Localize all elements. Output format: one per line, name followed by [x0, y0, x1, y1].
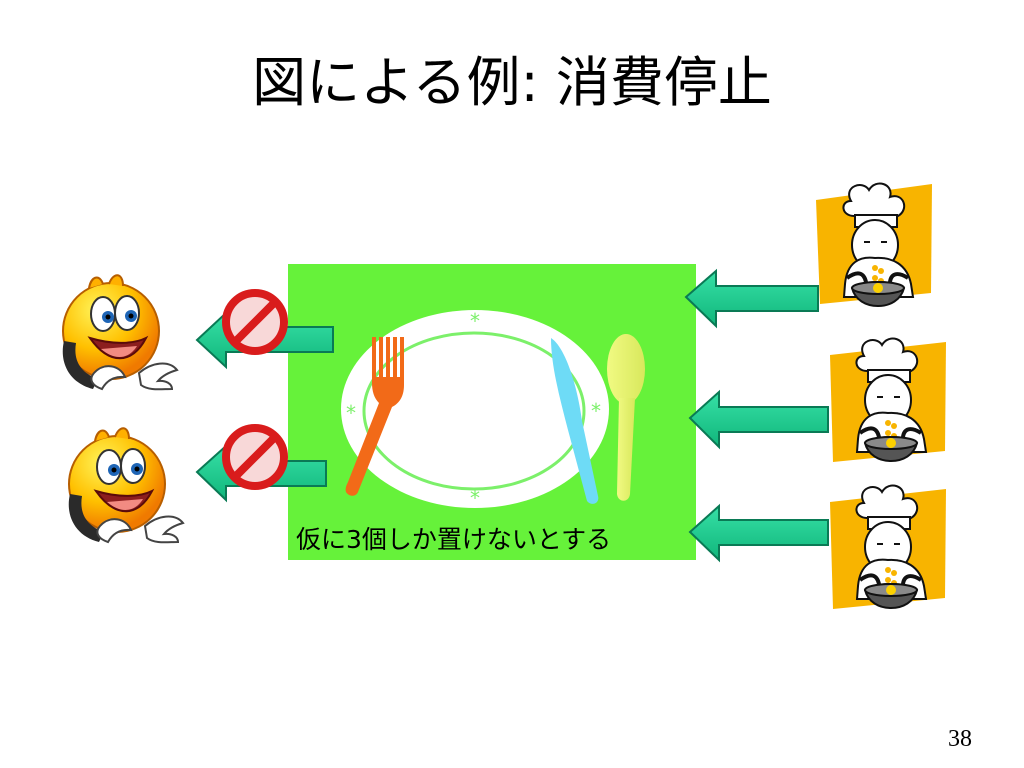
- producer-arrow-bottom: [690, 506, 828, 560]
- plate-decoration-right: *: [591, 399, 601, 423]
- page-number: 38: [948, 724, 972, 754]
- smiley-consumer-icon-top: [63, 275, 177, 389]
- buffer-capacity-caption: 仮に3個しか置けないとする: [296, 520, 696, 560]
- chef-producer-icon-bottom: [830, 486, 946, 609]
- producer-arrow-middle: [690, 392, 828, 447]
- producer-arrow-top: [686, 271, 818, 326]
- plate-decoration-left: *: [346, 401, 356, 425]
- chef-producer-icon-middle: [830, 339, 946, 462]
- plate-decoration-top: *: [470, 309, 480, 333]
- plate-decoration-bottom: *: [470, 486, 480, 510]
- smiley-consumer-icon-bottom: [69, 428, 183, 542]
- chef-producer-icon-top: [816, 184, 932, 306]
- no-entry-icon-bottom: [226, 428, 284, 486]
- no-entry-icon-top: [226, 293, 284, 351]
